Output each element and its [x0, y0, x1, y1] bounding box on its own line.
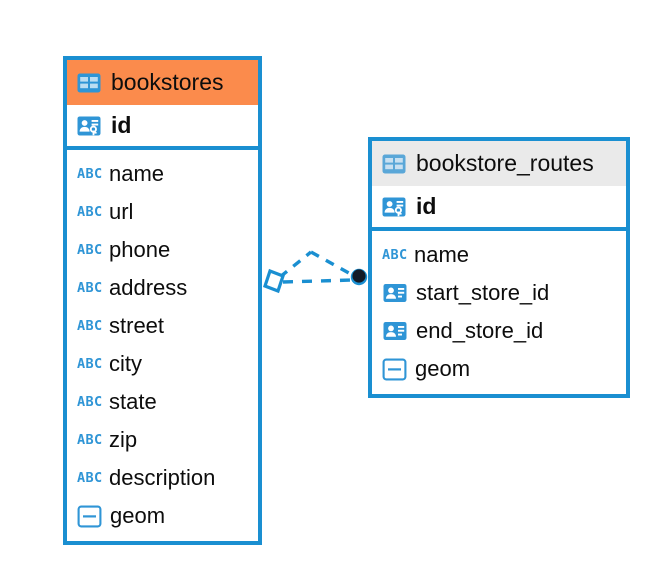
abc-icon: ABC: [77, 242, 103, 258]
entity-bookstores-title: bookstores: [111, 69, 224, 95]
field-label: description: [109, 465, 216, 490]
field-row-name[interactable]: ABC name: [67, 155, 258, 193]
foreign-key-icon: [382, 318, 408, 344]
entity-bookstore-routes-field-list: ABC name start_store_id: [372, 231, 626, 394]
field-label: name: [109, 161, 165, 186]
entity-bookstore-routes-primary-key-label: id: [416, 193, 437, 219]
entity-bookstores-primary-key-row[interactable]: id: [67, 105, 258, 150]
table-icon: [381, 151, 407, 177]
relationship-circle-ring: [350, 268, 368, 286]
abc-icon: ABC: [77, 394, 103, 410]
primary-key-icon: [381, 194, 407, 220]
geometry-icon: [382, 358, 407, 381]
abc-icon: ABC: [77, 318, 103, 334]
field-label: url: [109, 199, 134, 224]
field-row-end-store-id[interactable]: end_store_id: [372, 312, 626, 350]
abc-icon: ABC: [77, 166, 103, 182]
relationship-diamond-marker: [262, 268, 286, 294]
abc-icon: ABC: [77, 356, 103, 372]
geometry-icon: [77, 505, 102, 528]
relationship-line-base: [282, 278, 354, 284]
relationship-line-upper-right: [310, 250, 357, 279]
field-row-description[interactable]: ABC description: [67, 459, 258, 497]
entity-bookstore-routes-header[interactable]: bookstore_routes: [372, 141, 626, 186]
field-row-address[interactable]: ABC address: [67, 269, 258, 307]
field-label: state: [109, 389, 157, 414]
table-icon: [76, 70, 102, 96]
entity-bookstores-header[interactable]: bookstores: [67, 60, 258, 105]
entity-bookstores-primary-key-label: id: [111, 112, 132, 138]
field-label: zip: [109, 427, 138, 452]
entity-bookstores[interactable]: bookstores id ABC: [63, 56, 262, 545]
relationship-line-upper-left: [278, 250, 313, 279]
field-row-name[interactable]: ABC name: [372, 236, 626, 274]
field-row-phone[interactable]: ABC phone: [67, 231, 258, 269]
entity-bookstore-routes[interactable]: bookstore_routes id ABC: [368, 137, 630, 398]
abc-icon: ABC: [77, 204, 103, 220]
abc-icon: ABC: [382, 247, 408, 263]
field-label: address: [109, 275, 188, 300]
field-label: start_store_id: [416, 280, 550, 305]
field-row-geom[interactable]: geom: [372, 350, 626, 388]
field-row-start-store-id[interactable]: start_store_id: [372, 274, 626, 312]
field-label: street: [109, 313, 165, 338]
entity-bookstore-routes-title: bookstore_routes: [416, 150, 594, 176]
field-label: city: [109, 351, 142, 376]
field-label: name: [414, 242, 470, 267]
field-row-url[interactable]: ABC url: [67, 193, 258, 231]
entity-bookstores-field-list: ABC name ABC url ABC phone ABC: [67, 150, 258, 541]
field-label: end_store_id: [416, 318, 544, 343]
field-label: geom: [415, 356, 471, 381]
relationship-circle-marker: [352, 269, 366, 283]
abc-icon: ABC: [77, 280, 103, 296]
field-row-zip[interactable]: ABC zip: [67, 421, 258, 459]
field-row-street[interactable]: ABC street: [67, 307, 258, 345]
abc-icon: ABC: [77, 470, 103, 486]
field-label: phone: [109, 237, 171, 262]
foreign-key-icon: [382, 280, 408, 306]
field-label: geom: [110, 503, 166, 528]
field-row-state[interactable]: ABC state: [67, 383, 258, 421]
field-row-geom[interactable]: geom: [67, 497, 258, 535]
abc-icon: ABC: [77, 432, 103, 448]
primary-key-icon: [76, 113, 102, 139]
field-row-city[interactable]: ABC city: [67, 345, 258, 383]
entity-bookstore-routes-primary-key-row[interactable]: id: [372, 186, 626, 231]
